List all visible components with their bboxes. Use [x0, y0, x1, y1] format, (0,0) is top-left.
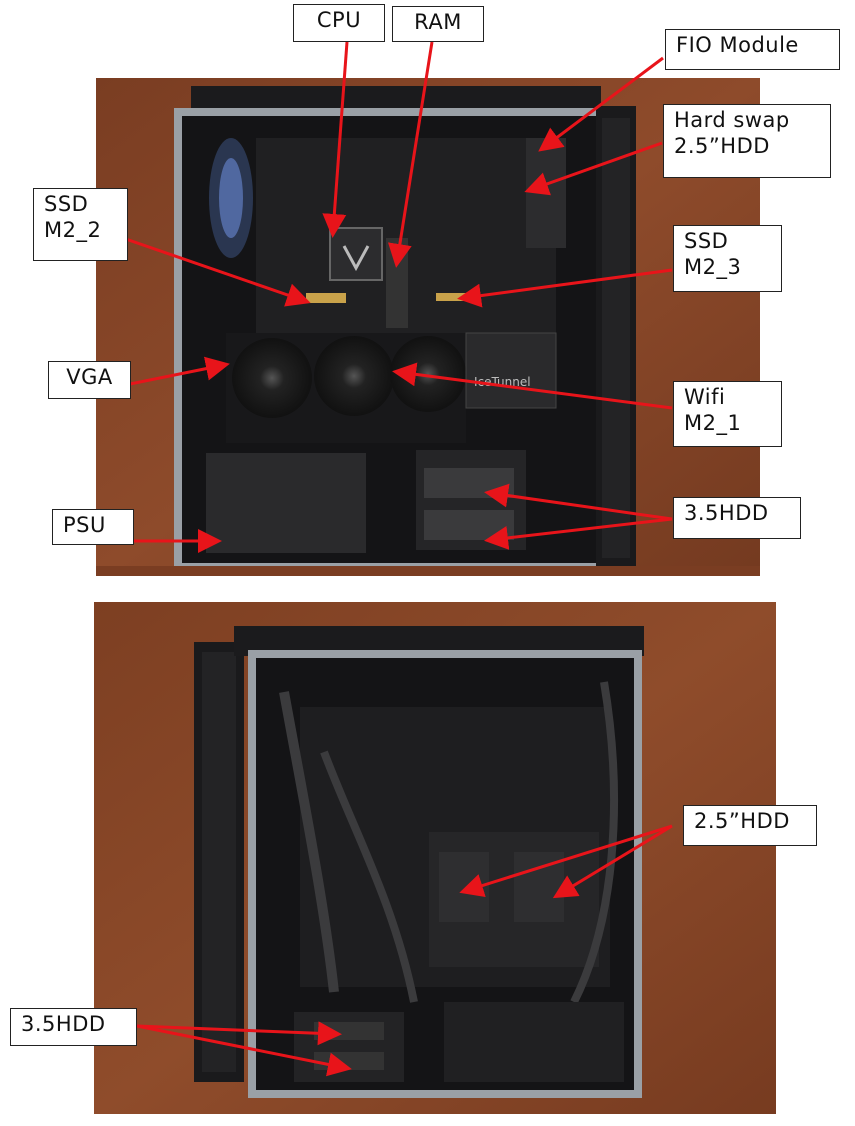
- cpu-block: [329, 227, 383, 281]
- gpu-fan-3: [390, 336, 466, 412]
- icetunnel-cooler: [465, 332, 557, 409]
- bottom-photo: [94, 602, 776, 1114]
- label-cpu: CPU: [293, 4, 385, 42]
- label-hard-swap-hdd: Hard swap 2.5”HDD: [663, 104, 831, 178]
- gpu-fan-1: [232, 338, 312, 418]
- svg-text:IceTunnel: IceTunnel: [474, 375, 531, 389]
- label-ssd-m2-3: SSD M2_3: [673, 225, 782, 292]
- label-ssd-m2-2: SSD M2_2: [33, 188, 128, 261]
- top-photo: IceTunnel: [96, 78, 760, 576]
- gpu-fan-2: [314, 336, 394, 416]
- ram-slots: [386, 238, 408, 328]
- label-psu: PSU: [52, 509, 134, 545]
- psu-unit: [206, 453, 366, 553]
- label-wifi-m2-1: Wifi M2_1: [673, 381, 782, 447]
- label-ram: RAM: [392, 6, 484, 42]
- hard-swap-bay: [526, 138, 566, 248]
- label-25hdd: 2.5”HDD: [683, 805, 817, 846]
- label-35hdd-top: 3.5HDD: [673, 497, 801, 539]
- label-vga: VGA: [48, 361, 131, 399]
- label-35hdd-bottom: 3.5HDD: [10, 1008, 137, 1046]
- label-fio-module: FIO Module: [665, 29, 840, 70]
